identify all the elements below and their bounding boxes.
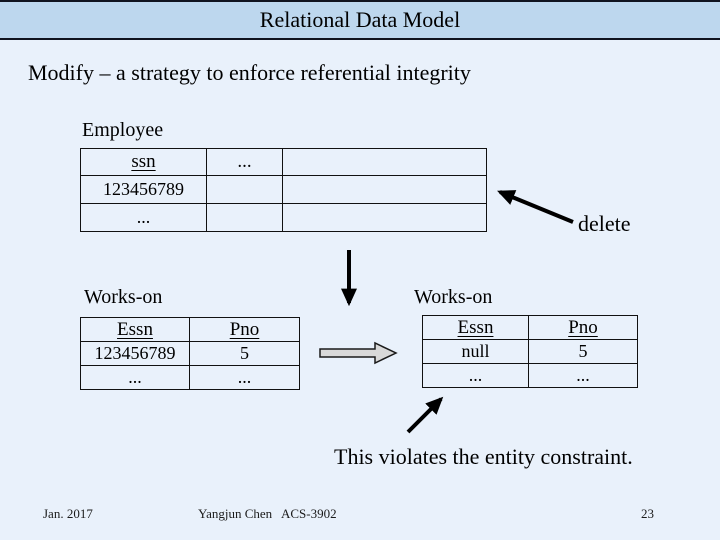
table-header-row: Essn Pno bbox=[422, 315, 638, 340]
table-row: ... bbox=[80, 203, 487, 232]
column-header-essn: Essn bbox=[457, 316, 494, 338]
page-number: 23 bbox=[641, 506, 654, 521]
table-header-row: Essn Pno bbox=[80, 317, 300, 342]
table-header-row: ssn ... bbox=[80, 148, 487, 176]
works-on-after-title: Works-on bbox=[414, 286, 493, 308]
works-on-before-table: Essn Pno 123456789 5 ... ... bbox=[80, 317, 300, 390]
column-header-essn: Essn bbox=[117, 318, 153, 340]
table-cell: 5 bbox=[528, 339, 638, 364]
table-cell bbox=[282, 203, 487, 232]
employee-table-title: Employee bbox=[82, 119, 164, 141]
table-header-cell: Essn bbox=[422, 315, 529, 340]
violation-note: This violates the entity constraint. bbox=[334, 444, 633, 469]
table-cell: ... bbox=[80, 365, 190, 390]
table-cell bbox=[206, 203, 283, 232]
slide-subtitle: Modify – a strategy to enforce referenti… bbox=[28, 60, 471, 85]
footer-author: Yangjun Chen bbox=[198, 506, 273, 521]
table-cell: ... bbox=[528, 363, 638, 388]
table-row: 123456789 5 bbox=[80, 341, 300, 366]
transform-block-arrow-icon bbox=[319, 341, 398, 365]
footer-date: Jan. 2017 bbox=[43, 506, 93, 521]
table-row: 123456789 bbox=[80, 175, 487, 204]
table-header-cell bbox=[282, 148, 487, 176]
table-header-cell: Pno bbox=[189, 317, 300, 342]
table-row: ... ... bbox=[80, 365, 300, 390]
table-cell: null bbox=[422, 339, 529, 364]
delete-arrow-icon bbox=[497, 190, 574, 224]
table-cell: ... bbox=[189, 365, 300, 390]
table-header-cell: Essn bbox=[80, 317, 190, 342]
slide-title-bar: Relational Data Model bbox=[0, 0, 720, 40]
table-header-cell: Pno bbox=[528, 315, 638, 340]
table-cell: 123456789 bbox=[80, 341, 190, 366]
table-row: ... ... bbox=[422, 363, 638, 388]
footer-course: ACS-3902 bbox=[281, 506, 337, 521]
table-cell: 5 bbox=[189, 341, 300, 366]
table-header-cell: ... bbox=[206, 148, 283, 176]
column-header-pno: Pno bbox=[229, 318, 260, 340]
slide-title: Relational Data Model bbox=[259, 7, 461, 32]
works-on-before-title: Works-on bbox=[84, 286, 163, 308]
table-cell: ... bbox=[422, 363, 529, 388]
table-cell: 123456789 bbox=[80, 175, 207, 204]
table-cell: ... bbox=[80, 203, 207, 232]
column-header-pno: Pno bbox=[568, 316, 598, 338]
column-header-ssn: ssn bbox=[131, 151, 156, 172]
violation-arrow-icon bbox=[406, 396, 444, 434]
table-cell bbox=[282, 175, 487, 204]
table-row: null 5 bbox=[422, 339, 638, 364]
employee-table: ssn ... 123456789 ... bbox=[80, 148, 487, 232]
delete-label: delete bbox=[578, 211, 631, 236]
table-header-cell: ssn bbox=[80, 148, 207, 176]
works-on-after-table: Essn Pno null 5 ... ... bbox=[422, 315, 638, 388]
table-cell bbox=[206, 175, 283, 204]
